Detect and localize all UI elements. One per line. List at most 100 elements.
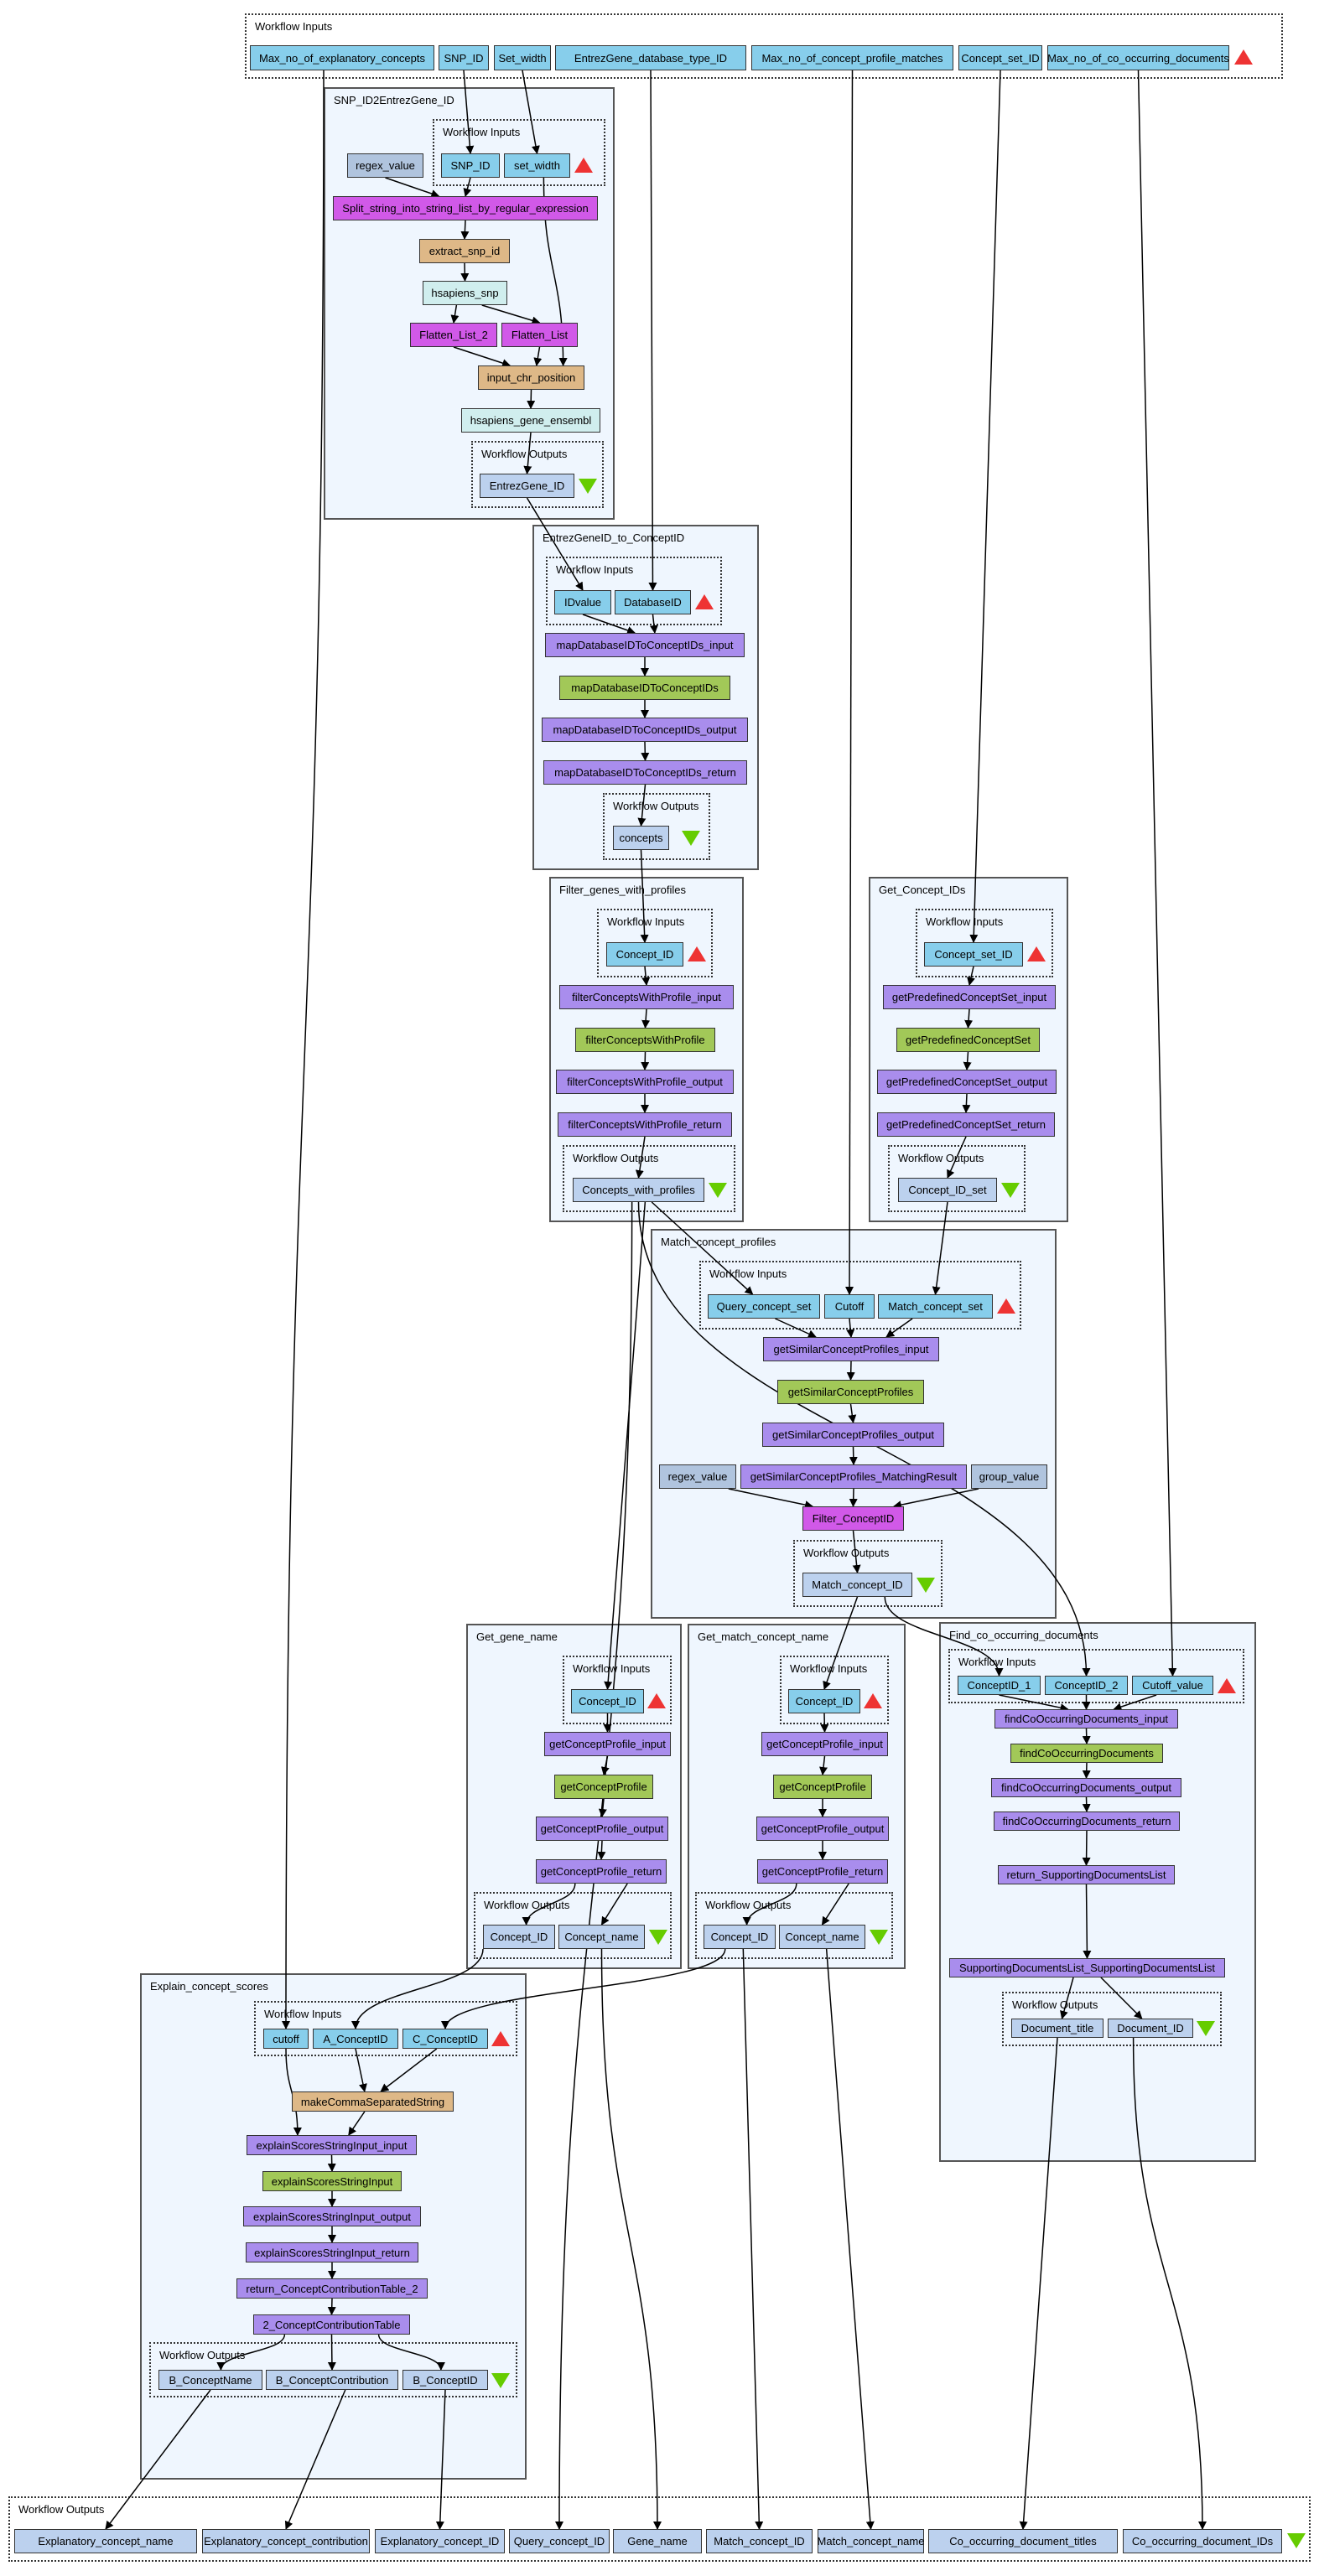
filter-output-concepts-with-profiles[interactable]: Concepts_with_profiles: [573, 1178, 704, 1202]
cooc-output-document-id[interactable]: Document_ID: [1108, 2019, 1193, 2038]
map-databaseid-input-node[interactable]: mapDatabaseIDToConceptIDs_input: [545, 633, 745, 657]
cooc-documents-return-node[interactable]: findCoOccurringDocuments_return: [994, 1811, 1180, 1831]
snp-input-set-width[interactable]: set_width: [504, 153, 570, 178]
cooc-documents-output-node[interactable]: findCoOccurringDocuments_output: [991, 1778, 1181, 1797]
match-regex-value-node[interactable]: regex_value: [659, 1464, 736, 1489]
match-input-query-concept-set[interactable]: Query_concept_set: [708, 1294, 820, 1319]
hsapiens-snp-node[interactable]: hsapiens_snp: [423, 281, 507, 305]
genename-input-concept-id[interactable]: Concept_ID: [571, 1689, 644, 1713]
match-input-match-concept-set[interactable]: Match_concept_set: [878, 1294, 993, 1319]
genename-profile-input-node[interactable]: getConceptProfile_input: [544, 1732, 671, 1756]
output-port-match-concept-id[interactable]: Match_concept_ID: [706, 2529, 813, 2553]
hsapiens-gene-ensembl-node[interactable]: hsapiens_gene_ensembl: [461, 408, 600, 433]
explain-scores-input-node[interactable]: explainScoresStringInput_input: [247, 2135, 417, 2155]
match-input-cutoff[interactable]: Cutoff: [824, 1294, 875, 1319]
entrez-output-concepts[interactable]: concepts: [613, 826, 669, 850]
outputs-triangle-icon: [579, 479, 597, 494]
output-port-gene-name[interactable]: Gene_name: [613, 2529, 702, 2553]
output-port-query-concept-id[interactable]: Query_concept_ID: [509, 2529, 610, 2553]
matchname-profile-service-node[interactable]: getConceptProfile: [773, 1775, 872, 1799]
filter-concepts-input-node[interactable]: filterConceptsWithProfile_input: [559, 985, 734, 1009]
similar-profiles-service-node[interactable]: getSimilarConceptProfiles: [777, 1380, 924, 1404]
cooc-output-document-title[interactable]: Document_title: [1011, 2019, 1103, 2038]
explain-scores-return-node[interactable]: explainScoresStringInput_return: [246, 2242, 418, 2262]
entrez-workflow-outputs: Workflow Outputs: [603, 793, 710, 860]
matchname-output-concept-id[interactable]: Concept_ID: [704, 1925, 776, 1949]
regex-value-node[interactable]: regex_value: [347, 153, 423, 178]
filter-conceptid-node[interactable]: Filter_ConceptID: [802, 1506, 904, 1531]
input-port-max-no-of-concept-profile-matches[interactable]: Max_no_of_concept_profile_matches: [751, 45, 953, 70]
matchname-profile-return-node[interactable]: getConceptProfile_return: [757, 1859, 888, 1884]
snp-output-entrezgene-id[interactable]: EntrezGene_ID: [480, 474, 574, 498]
cooc-input-cutoff-value[interactable]: Cutoff_value: [1132, 1676, 1213, 1695]
input-chr-position-node[interactable]: input_chr_position: [478, 365, 584, 390]
match-output-match-concept-id[interactable]: Match_concept_ID: [802, 1573, 912, 1597]
matchname-profile-input-node[interactable]: getConceptProfile_input: [761, 1732, 888, 1756]
return-supporting-documents-list-node[interactable]: return_SupportingDocumentsList: [998, 1865, 1175, 1884]
output-port-explanatory-concept-id[interactable]: Explanatory_concept_ID: [375, 2529, 505, 2553]
input-port-snp-id[interactable]: SNP_ID: [439, 45, 489, 70]
filter-input-concept-id[interactable]: Concept_ID: [606, 942, 683, 967]
output-port-explanatory-concept-name[interactable]: Explanatory_concept_name: [14, 2529, 197, 2553]
explain-scores-service-node[interactable]: explainScoresStringInput: [262, 2171, 402, 2191]
flatten-list-2-node[interactable]: Flatten_List_2: [410, 323, 497, 347]
input-port-max-no-of-explanatory-concepts[interactable]: Max_no_of_explanatory_concepts: [250, 45, 434, 70]
explain-output-b-conceptname[interactable]: B_ConceptName: [158, 2370, 262, 2390]
return-concept-contribution-table-2-node[interactable]: return_ConceptContributionTable_2: [236, 2278, 428, 2299]
genename-profile-output-node[interactable]: getConceptProfile_output: [536, 1817, 668, 1841]
explain-input-a-conceptid[interactable]: A_ConceptID: [313, 2029, 398, 2049]
matchname-output-concept-name[interactable]: Concept_name: [779, 1925, 865, 1949]
predefined-conceptset-output-node[interactable]: getPredefinedConceptSet_output: [877, 1070, 1057, 1094]
similar-profiles-matchingresult-node[interactable]: getSimilarConceptProfiles_MatchingResult: [740, 1464, 967, 1489]
split-string-node[interactable]: Split_string_into_string_list_by_regular…: [333, 196, 598, 220]
subworkflow-title: Get_Concept_IDs: [879, 884, 966, 896]
output-port-co-occurring-document-titles[interactable]: Co_occurring_document_titles: [928, 2529, 1118, 2553]
matchname-input-concept-id[interactable]: Concept_ID: [788, 1689, 860, 1713]
filter-concepts-service-node[interactable]: filterConceptsWithProfile: [575, 1028, 715, 1052]
filter-concepts-return-node[interactable]: filterConceptsWithProfile_return: [558, 1112, 732, 1137]
map-databaseid-return-node[interactable]: mapDatabaseIDToConceptIDs_return: [543, 760, 747, 785]
output-port-match-concept-name[interactable]: Match_concept_name: [818, 2529, 924, 2553]
getconcept-input-concept-set-id[interactable]: Concept_set_ID: [924, 942, 1023, 967]
concept-contribution-table-node[interactable]: 2_ConceptContributionTable: [253, 2314, 410, 2335]
matchname-profile-output-node[interactable]: getConceptProfile_output: [756, 1817, 889, 1841]
cooc-input-conceptid-1[interactable]: ConceptID_1: [958, 1676, 1041, 1695]
input-port-concept-set-id[interactable]: Concept_set_ID: [958, 45, 1042, 70]
cooc-documents-service-node[interactable]: findCoOccurringDocuments: [1010, 1744, 1163, 1763]
match-group-value-node[interactable]: group_value: [971, 1464, 1047, 1489]
genename-output-concept-name[interactable]: Concept_name: [558, 1925, 645, 1949]
inputs-triangle-icon: [1027, 946, 1046, 961]
snp-input-snp-id[interactable]: SNP_ID: [441, 153, 500, 178]
getconcept-output-concept-id-set[interactable]: Concept_ID_set: [898, 1178, 997, 1202]
similar-profiles-output-node[interactable]: getSimilarConceptProfiles_output: [762, 1423, 944, 1447]
input-port-set-width[interactable]: Set_width: [494, 45, 551, 70]
map-databaseid-output-node[interactable]: mapDatabaseIDToConceptIDs_output: [542, 718, 748, 742]
predefined-conceptset-service-node[interactable]: getPredefinedConceptSet: [896, 1028, 1040, 1052]
filter-concepts-output-node[interactable]: filterConceptsWithProfile_output: [556, 1070, 734, 1094]
explain-output-b-conceptid[interactable]: B_ConceptID: [402, 2370, 488, 2390]
explain-scores-output-node[interactable]: explainScoresStringInput_output: [243, 2206, 421, 2226]
flatten-list-node[interactable]: Flatten_List: [501, 323, 578, 347]
entrez-input-databaseid[interactable]: DatabaseID: [615, 590, 691, 614]
entrez-input-idvalue[interactable]: IDvalue: [554, 590, 611, 614]
supporting-documents-list-node[interactable]: SupportingDocumentsList_SupportingDocume…: [949, 1958, 1225, 1977]
genename-output-concept-id[interactable]: Concept_ID: [483, 1925, 555, 1949]
similar-profiles-input-node[interactable]: getSimilarConceptProfiles_input: [763, 1337, 939, 1361]
explain-input-c-conceptid[interactable]: C_ConceptID: [402, 2029, 488, 2049]
genename-profile-return-node[interactable]: getConceptProfile_return: [536, 1859, 667, 1884]
extract-snp-id-node[interactable]: extract_snp_id: [419, 239, 510, 263]
outputs-triangle-icon: [682, 831, 700, 846]
genename-profile-service-node[interactable]: getConceptProfile: [554, 1775, 653, 1799]
explain-input-cutoff[interactable]: cutoff: [263, 2029, 309, 2049]
output-port-co-occurring-document-ids[interactable]: Co_occurring_document_IDs: [1123, 2529, 1282, 2553]
predefined-conceptset-return-node[interactable]: getPredefinedConceptSet_return: [877, 1112, 1055, 1137]
explain-output-b-conceptcontribution[interactable]: B_ConceptContribution: [266, 2370, 398, 2390]
cooc-input-conceptid-2[interactable]: ConceptID_2: [1045, 1676, 1128, 1695]
cooc-documents-input-node[interactable]: findCoOccurringDocuments_input: [994, 1709, 1178, 1729]
input-port-max-no-of-co-occurring-documents[interactable]: Max_no_of_co_occurring_documents: [1047, 45, 1229, 70]
output-port-explanatory-concept-contribution[interactable]: Explanatory_concept_contribution: [202, 2529, 370, 2553]
input-port-entrezgene-database-type-id[interactable]: EntrezGene_database_type_ID: [555, 45, 746, 70]
map-databaseid-service-node[interactable]: mapDatabaseIDToConceptIDs: [559, 676, 730, 700]
make-comma-separated-string-node[interactable]: makeCommaSeparatedString: [292, 2091, 454, 2112]
predefined-conceptset-input-node[interactable]: getPredefinedConceptSet_input: [883, 985, 1056, 1009]
